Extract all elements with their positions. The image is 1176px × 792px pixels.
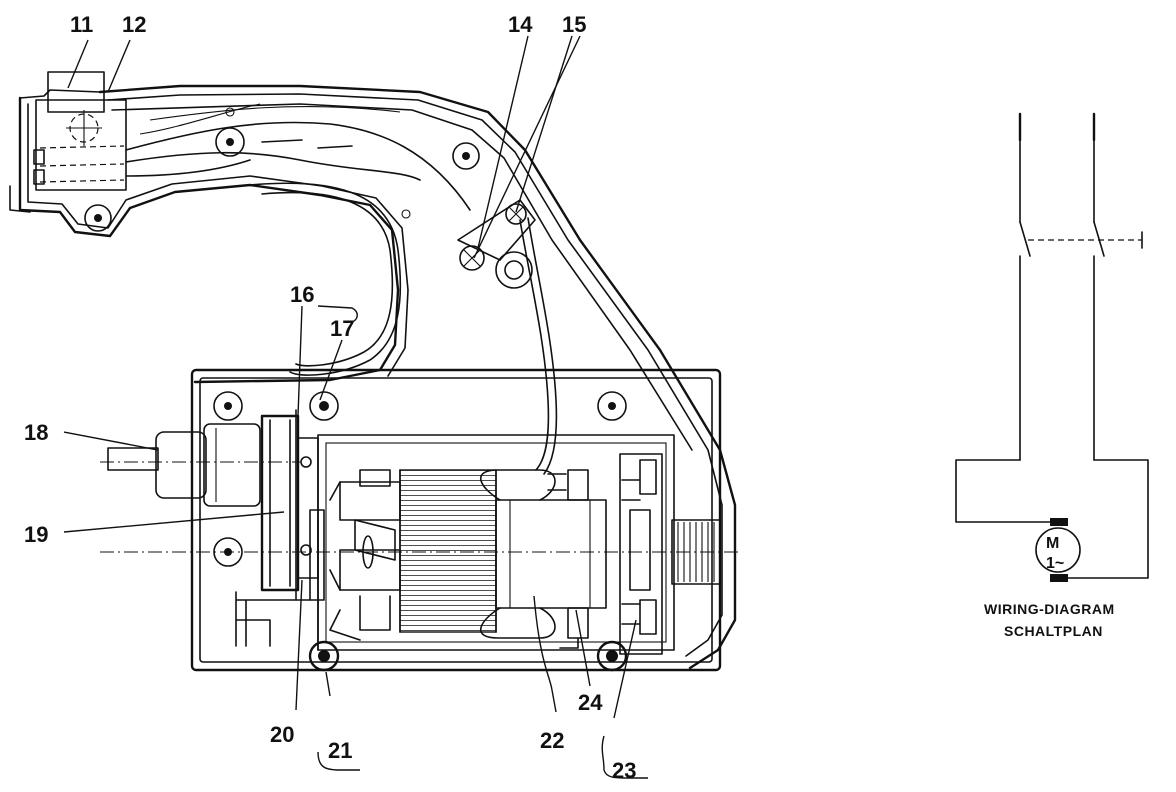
part-label-11: 11 [70,12,93,37]
part-label-19: 19 [24,522,48,547]
part-label-18: 18 [24,420,48,445]
motor-symbol [1035,527,1081,573]
wiring-caption-en: WIRING-DIAGRAM [984,601,1115,617]
carbon-brushes [547,469,589,649]
part-label-15: 15 [562,12,586,37]
part-label-22: 22 [540,728,564,753]
part-label-17: 17 [330,316,354,341]
brush-end [329,469,401,641]
fan-wheel [260,409,319,601]
part-label-21: 21 [328,738,352,763]
output-shaft [107,423,261,507]
part-label-14: 14 [508,12,533,37]
part-labels: 11 12 14 15 16 17 18 19 20 21 22 23 24 [24,12,636,783]
part-label-20: 20 [270,722,294,747]
part-label-12: 12 [122,12,146,37]
switch-contact-right [1093,221,1105,257]
motor-phase-label: 1~ [1046,555,1064,572]
switch-assembly [33,71,127,191]
handle-screws [84,107,480,232]
leader-lines [63,35,648,779]
part-label-24: 24 [578,690,603,715]
internal-cables [125,103,558,475]
lower-bracket [235,509,325,651]
housing-outline [9,84,737,670]
wiring-caption-de: SCHALTPLAN [1004,623,1103,639]
part-label-23: 23 [612,758,636,783]
cable-clamp [457,199,536,289]
commutator-end [619,453,663,655]
motor-symbol-label: M [1046,535,1059,552]
armature [479,469,607,639]
switch-contact-left [1019,221,1031,257]
part-label-16: 16 [290,282,314,307]
wiring-diagram: M 1~ WIRING-DIAGRAM SCHALTPLAN [955,112,1149,639]
stator-core [399,469,497,633]
